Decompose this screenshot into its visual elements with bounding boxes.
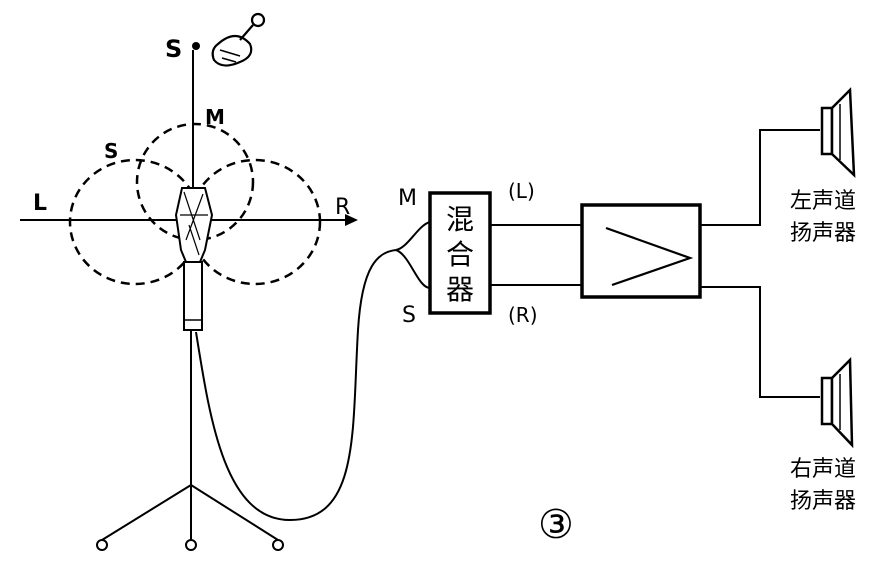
stand-foot-left	[96, 539, 108, 551]
source-body	[211, 34, 253, 67]
left-speaker-wire	[700, 129, 820, 226]
right-speaker-label-line1: 右声道	[790, 457, 856, 482]
mic-capsule	[174, 187, 214, 263]
source-knob	[250, 12, 266, 28]
r-label: R	[335, 195, 350, 220]
right-speaker-label-line2: 扬声器	[790, 489, 856, 514]
mixer-input-s-label: S	[402, 303, 416, 328]
output-r-label: (R)	[508, 303, 538, 327]
m-label: M	[205, 105, 225, 129]
left-speaker-magnet	[820, 106, 834, 156]
s-top-label: S	[165, 35, 182, 63]
right-speaker-wire	[700, 286, 820, 398]
mixer-box	[428, 191, 492, 315]
right-speaker-magnet	[820, 376, 834, 426]
mic-stand	[101, 330, 279, 541]
stand-leg-left	[101, 484, 192, 541]
mic-handle	[183, 261, 203, 331]
right-speaker-icon	[820, 357, 854, 449]
mixer-input-m-label: M	[398, 186, 417, 211]
mixer-label-char-1: 混	[446, 203, 474, 236]
output-l-label: (L)	[508, 179, 535, 203]
right-speaker-cone	[830, 357, 854, 449]
microphone	[174, 187, 214, 331]
left-speaker-label-line1: 左声道	[790, 189, 856, 214]
mixer-label-char-2: 合	[446, 238, 474, 271]
mic-capsule-hatch	[180, 191, 208, 256]
source-strings	[219, 49, 241, 63]
axis-top-dot	[192, 42, 200, 50]
r-arrow-icon	[345, 214, 358, 226]
stand-leg-right	[190, 484, 279, 541]
left-speaker-cone	[830, 87, 856, 179]
s-lobe-label: S	[104, 139, 118, 163]
mic-cable	[195, 221, 431, 522]
mixer-label-char-3: 器	[446, 273, 474, 306]
l-label: L	[33, 191, 47, 216]
figure-number: ③	[538, 502, 574, 548]
speaker-wires	[700, 129, 820, 398]
left-speaker-label-line2: 扬声器	[790, 221, 856, 246]
left-speaker-icon	[820, 87, 856, 179]
mixer-output-lines	[490, 224, 582, 286]
stand-foot-right	[272, 539, 284, 551]
amplifier-symbol-icon	[605, 226, 694, 287]
stand-foot-center	[185, 539, 197, 551]
stand-feet	[96, 539, 284, 551]
amplifier-box	[580, 203, 702, 299]
sound-source-icon	[211, 12, 266, 67]
